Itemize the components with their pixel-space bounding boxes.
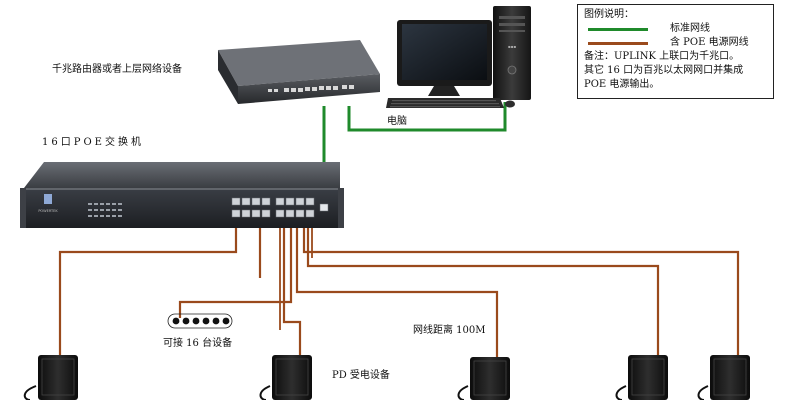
computer-label: 电脑 [387, 116, 407, 127]
pd-device-label: PD 受电设备 [332, 370, 390, 381]
legend-standard-row: 标准网线 [584, 22, 767, 36]
legend-note-2: 其它 16 口为百兆以太网网口并集成 POE 电源输出。 [584, 65, 744, 90]
poe-cable-lines [58, 222, 740, 358]
legend-poe-row: 含 POE 电源网线 [584, 36, 767, 50]
router-computer-cable [347, 102, 507, 132]
legend-box: 图例说明： 标准网线 含 POE 电源网线 备注：UPLINK 上联口为千兆口。… [577, 4, 774, 99]
poe-cable-1 [58, 222, 238, 356]
dot [192, 317, 200, 325]
dot [172, 317, 180, 325]
pd-device-2 [259, 355, 312, 400]
network-router-icon [218, 40, 380, 104]
legend-title: 图例说明： [584, 9, 634, 20]
poe-line-swatch [588, 42, 648, 45]
connect-16-label: 可接 16 台设备 [163, 338, 233, 349]
pd-device-icon [23, 355, 750, 400]
dot [182, 317, 190, 325]
pc-tower [493, 6, 531, 100]
dot [212, 317, 220, 325]
switch-ports [231, 197, 329, 218]
poe-cable-4 [306, 222, 660, 356]
standard-cable-lines [322, 102, 507, 210]
legend-note-1: 备注：UPLINK 上联口为千兆口。 [584, 51, 740, 62]
legend-standard-text: 标准网线 [670, 23, 710, 34]
monitor-screen [402, 24, 487, 80]
standard-line-swatch [588, 28, 648, 31]
mouse [505, 100, 515, 108]
dot [202, 317, 210, 325]
dot [222, 317, 230, 325]
poe-cable-5 [295, 222, 499, 358]
pd-device-5 [697, 355, 750, 400]
poe-cable-6 [178, 222, 293, 318]
pd-device-4 [615, 355, 668, 400]
connect-16-bracket [167, 313, 233, 329]
svg-text:▪▪▪: ▪▪▪ [508, 44, 516, 49]
poe-cable-7 [282, 222, 302, 356]
desktop-computer-icon: ▪▪▪ [386, 6, 531, 108]
connect-16-dots [167, 313, 233, 329]
router-label: 千兆路由器或者上层网络设备 [52, 64, 182, 75]
switch-brand: POWERTEK [38, 209, 58, 213]
pd-device-3 [457, 357, 510, 400]
poe-switch-icon: POWERTEK [20, 162, 344, 228]
poe-cable-2 [302, 222, 740, 356]
legend-poe-text: 含 POE 电源网线 [670, 37, 749, 48]
switch-leds [88, 203, 122, 217]
cable-distance-label: 网线距离 100M [413, 325, 486, 336]
switch-label: 16口POE交换机 [42, 137, 144, 148]
pd-device-1 [23, 355, 78, 400]
